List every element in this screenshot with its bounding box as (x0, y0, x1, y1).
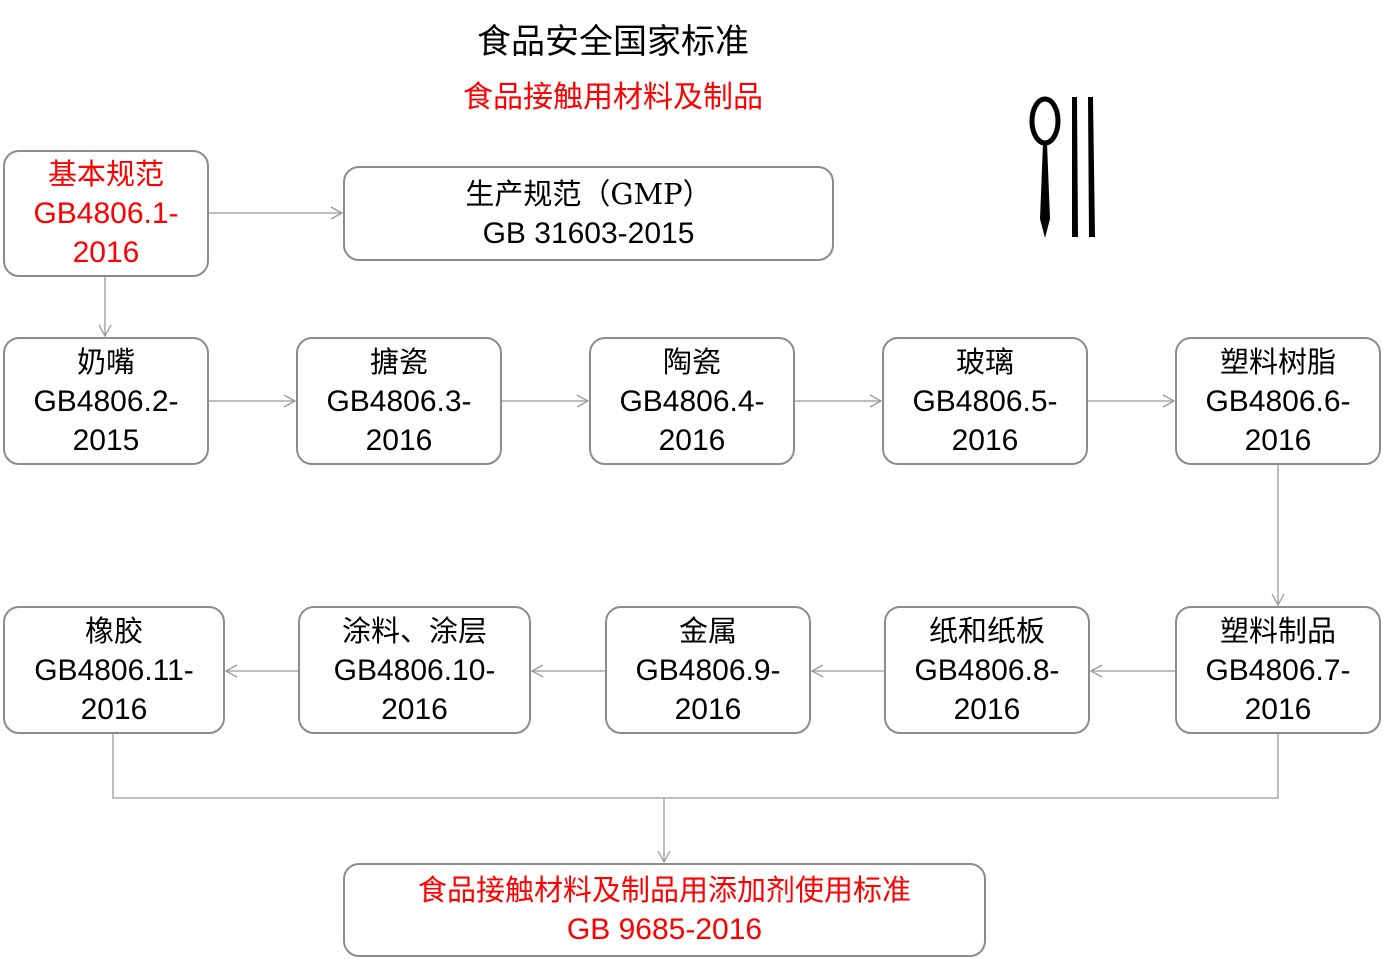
node-code: GB4806.6- (1205, 384, 1351, 418)
node-year: 2016 (658, 423, 726, 457)
node-year: 2016 (951, 423, 1019, 457)
node-name: 橡胶 (84, 613, 143, 648)
node-year: 2016 (72, 236, 140, 269)
spoon-chopsticks-icon (1029, 96, 1095, 238)
node-enamel: 搪瓷 GB4806.3- 2016 (296, 337, 502, 465)
node-year: 2016 (381, 692, 448, 726)
merge-line (112, 734, 1279, 799)
node-plastic-resin: 塑料树脂 GB4806.6- 2016 (1175, 337, 1381, 465)
node-year: 2015 (72, 423, 140, 457)
node-name: 搪瓷 (369, 344, 428, 379)
node-glass: 玻璃 GB4806.5- 2016 (882, 337, 1088, 465)
node-year: 2016 (1244, 423, 1312, 457)
node-plastic-products: 塑料制品 GB4806.7- 2016 (1175, 606, 1381, 734)
node-code: GB4806.2- (33, 384, 179, 418)
node-ceramics: 陶瓷 GB4806.4- 2016 (589, 337, 795, 465)
node-code: GB 31603-2015 (482, 216, 695, 250)
node-basic-standard: 基本规范 GB4806.1- 2016 (3, 150, 209, 277)
node-year: 2016 (1244, 692, 1312, 726)
node-additives: 食品接触材料及制品用添加剂使用标准 GB 9685-2016 (343, 863, 986, 957)
node-gmp: 生产规范（GMP） GB 31603-2015 (343, 166, 834, 261)
node-code: GB4806.11- (34, 653, 194, 687)
node-name: 食品接触材料及制品用添加剂使用标准 (417, 873, 911, 907)
diagram-title: 食品安全国家标准 (477, 22, 749, 62)
node-teats: 奶嘴 GB4806.2- 2015 (3, 337, 209, 465)
diagram-subtitle: 食品接触用材料及制品 (463, 80, 763, 115)
node-name: 陶瓷 (662, 344, 721, 379)
node-code: GB4806.5- (912, 384, 1058, 418)
node-code: GB4806.9- (635, 653, 781, 687)
node-code: GB4806.3- (326, 384, 472, 418)
node-rubber: 橡胶 GB4806.11- 2016 (3, 606, 225, 734)
node-name: 塑料树脂 (1219, 344, 1336, 379)
node-name: 生产规范（GMP） (465, 176, 712, 211)
node-paper: 纸和纸板 GB4806.8- 2016 (884, 606, 1090, 734)
node-metal: 金属 GB4806.9- 2016 (605, 606, 811, 734)
node-code: GB4806.8- (914, 653, 1060, 687)
node-name: 纸和纸板 (928, 613, 1045, 648)
node-name: 塑料制品 (1219, 613, 1336, 648)
node-year: 2016 (674, 692, 742, 726)
node-name: 金属 (678, 613, 737, 648)
node-coatings: 涂料、涂层 GB4806.10- 2016 (298, 606, 531, 734)
node-name: 奶嘴 (76, 344, 135, 379)
node-code: GB4806.10- (333, 653, 496, 687)
node-name: 基本规范 (47, 157, 164, 191)
node-year: 2016 (80, 692, 148, 726)
node-code: GB 9685-2016 (566, 913, 763, 946)
node-year: 2016 (953, 692, 1021, 726)
node-name: 玻璃 (955, 344, 1014, 379)
node-code: GB4806.7- (1205, 653, 1351, 687)
node-name: 涂料、涂层 (341, 613, 487, 648)
node-code: GB4806.1- (33, 197, 179, 230)
node-year: 2016 (365, 423, 433, 457)
node-code: GB4806.4- (619, 384, 765, 418)
